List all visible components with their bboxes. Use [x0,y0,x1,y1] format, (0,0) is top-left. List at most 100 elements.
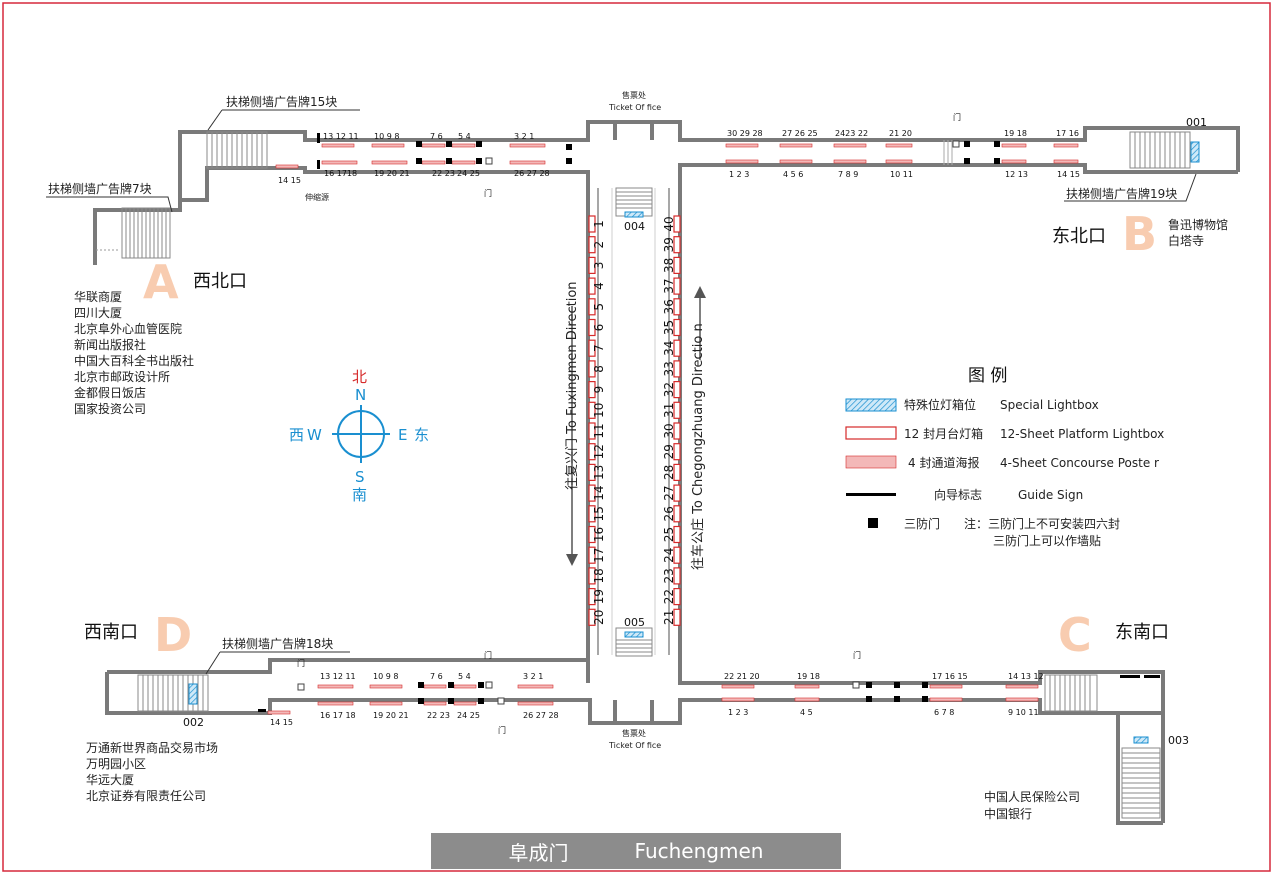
landmark-a-3: 北京阜外心血管医院 [74,321,182,336]
num-nw-bot-6: 26 27 28 [514,169,550,178]
ticket-office-top-en: Ticket Of fice [608,103,661,112]
door-label-3: 门 [297,658,305,668]
numbers-ne-bottom: 1 2 3 4 5 6 7 8 9 10 11 12 13 14 15 [729,170,1080,179]
ticket-office-bottom-en: Ticket Of fice [608,741,661,750]
num-sw-top-2: 10 9 8 [373,672,398,681]
right-platform-lightbox-29 [673,443,681,461]
left-platform-lightbox-20 [588,608,596,626]
right-platform-number-29: 29 [662,444,676,459]
landmark-a-7: 金都假日饭店 [74,385,146,400]
left-platform-number-13: 13 [592,465,606,480]
entrance-b-letter: B [1122,207,1157,261]
compass-north-cn: 北 [352,368,367,386]
legend-note-2: 三防门上可以作墙贴 [993,533,1101,548]
num-se-top-2: 19 18 [797,672,820,681]
right-platform-lightbox-37 [673,277,681,295]
left-platform-number-15: 15 [592,506,606,521]
legend-item-4-en: Guide Sign [1018,488,1083,502]
landmark-a-8: 国家投资公司 [74,401,146,416]
compass-south-cn: 南 [352,486,367,504]
left-platform-lightbox-18 [588,567,596,585]
stairs-platform [615,187,653,657]
right-platform-lightbox-21 [673,608,681,626]
legend: 图 例 特殊位灯箱位 Special Lightbox 12 封月台灯箱 12-… [845,366,1164,548]
num-sw-bot-2: 16 17 18 [320,711,356,720]
num-nw-top-3: 7 6 [430,132,443,141]
landmark-d-1: 万通新世界商品交易市场 [86,740,218,755]
left-platform-number-20: 20 [592,610,606,625]
left-platform-lightbox-19 [588,587,596,606]
door-label-2: 门 [953,112,961,122]
right-platform-lightbox-32 [673,381,681,399]
right-platform-lightbox-23 [673,567,681,585]
ticket-office-top-cn: 售票处 [622,90,646,100]
left-platform-number-17: 17 [592,548,606,563]
left-platform-number-4: 4 [592,282,606,290]
num-ne-top-5: 19 18 [1004,129,1027,138]
right-platform-number-32: 32 [662,382,676,397]
num-sw-top-5: 3 2 1 [523,672,543,681]
left-platform-lightbox-11 [588,422,596,440]
numbers-se-bottom: 1 2 3 4 5 6 7 8 9 10 11 [728,708,1039,717]
right-platform-lightbox-34 [673,339,681,357]
right-platform-number-22: 22 [662,589,676,604]
compass-south: S [355,468,365,486]
left-platform-number-14: 14 [592,485,606,500]
right-platform-number-40: 40 [662,216,676,231]
escalator-label-a-left: 扶梯侧墙广告牌7块 [48,181,152,196]
num-se-bot-4: 9 10 11 [1008,708,1039,717]
num-nw-top-5: 3 2 1 [514,132,534,141]
left-platform-lightbox-16 [588,525,596,544]
right-platform-lightbox-26 [673,505,681,523]
door-label-4: 门 [484,650,492,660]
right-platform-lightbox-27 [673,484,681,502]
door-label-5: 门 [498,725,506,735]
numbers-ne-top: 30 29 28 27 26 25 2423 22 21 20 19 18 17… [727,129,1079,138]
guide-signs [258,133,1160,712]
num-nw-top-2: 10 9 8 [374,132,399,141]
left-platform-number-1: 1 [592,220,606,228]
special-lightboxes [188,141,1200,744]
left-platform-number-12: 12 [592,444,606,459]
right-platform-lightbox-33 [673,360,681,378]
left-platform-lightbox-12 [588,443,596,461]
direction-arrows [566,286,706,566]
num-sw-top-1: 13 12 11 [320,672,356,681]
left-platform-lightbox-1 [588,215,596,233]
entrance-c-letter: C [1058,608,1092,662]
entrance-a-letter: A [143,255,179,309]
escalator-label-d: 扶梯侧墙广告牌18块 [222,636,333,651]
num-ne-bot-2: 4 5 6 [783,170,803,179]
legend-item-3-cn: 4 封通道海报 [908,455,979,470]
num-nw-bot-2: 16 1718 [324,169,357,178]
escalator-label-b: 扶梯侧墙广告牌19块 [1066,186,1177,201]
code-001: 001 [1186,116,1207,129]
legend-item-5-cn: 三防门 [904,516,940,531]
left-platform-lightbox-5 [588,298,596,316]
num-se-top-4: 14 13 12 [1008,672,1044,681]
left-platform-number-3: 3 [592,262,606,270]
left-platform-number-5: 5 [592,303,606,311]
fire-doors [416,141,1000,704]
numbers-sw-top: 13 12 11 10 9 8 7 6 5 4 3 2 1 [320,672,543,681]
right-platform-lightbox-24 [673,546,681,564]
code-002: 002 [183,716,204,729]
right-platform-lightbox-28 [673,463,681,481]
code-003: 003 [1168,734,1189,747]
right-platform-number-35: 35 [662,320,676,335]
doors [297,140,960,705]
landmark-b-2: 白塔寺 [1168,233,1204,248]
stairs-c [1044,674,1161,819]
num-nw-bot-4: 22 23 [432,169,455,178]
num-ne-top-2: 27 26 25 [782,129,818,138]
right-platform-number-38: 38 [662,258,676,273]
compass-east: E [398,426,407,444]
numbers-nw-top: 13 12 11 10 9 8 7 6 5 4 3 2 1 [323,132,534,141]
landmarks-d: 万通新世界商品交易市场 万明园小区 华远大厦 北京证券有限责任公司 [86,740,218,803]
num-se-bot-2: 4 5 [800,708,813,717]
right-platform-lightbox-39 [673,236,681,254]
landmark-c-2: 中国银行 [984,806,1032,821]
compass-north: N [355,386,366,404]
num-ne-top-6: 17 16 [1056,129,1079,138]
